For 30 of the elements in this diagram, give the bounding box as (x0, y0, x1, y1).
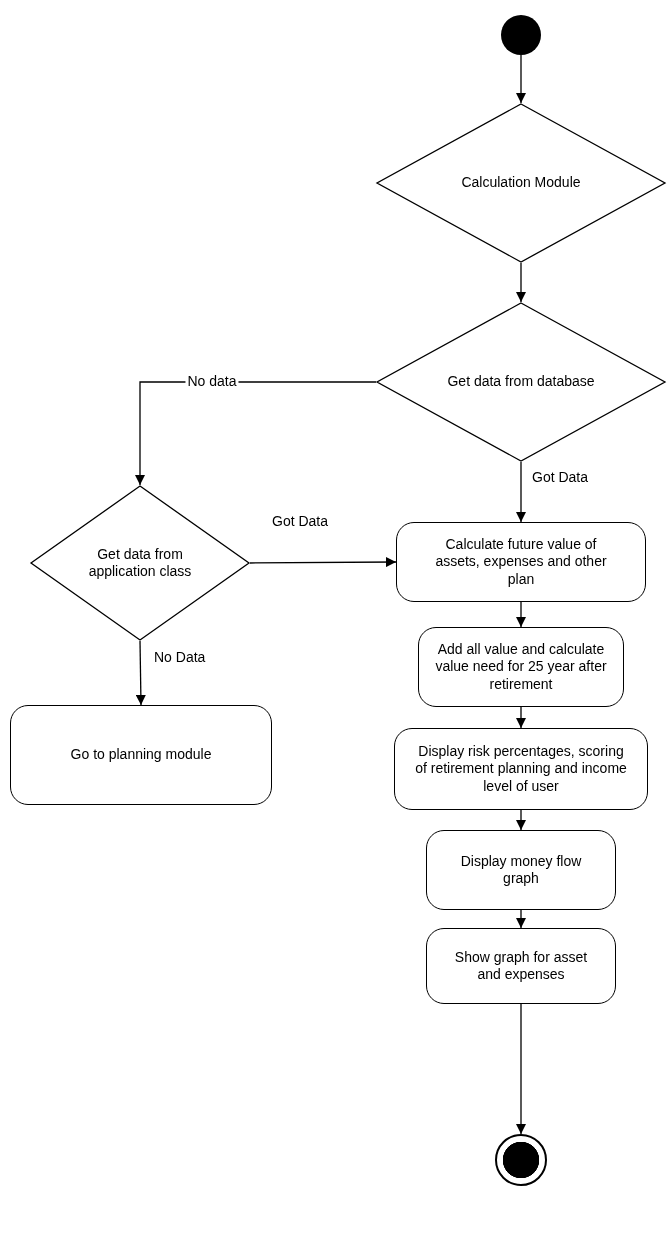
arrow (249, 557, 397, 568)
node-text: Display money flow graph (459, 852, 583, 888)
node-text: Display risk percentages, scoring of retirement planning and income level of user (414, 742, 628, 796)
end-node (495, 1134, 547, 1186)
node-text: Show graph for asset and expenses (453, 948, 589, 984)
node-text: Calculation Module (461, 174, 581, 192)
arrow (516, 54, 526, 104)
arrow (135, 640, 146, 706)
node-text: Get data from database (447, 373, 595, 391)
node-text: Get data from application class (87, 545, 193, 581)
process-box (426, 928, 616, 1004)
node-text: Go to planning module (70, 746, 212, 764)
node-text: Add all value and calculate value need for 25 year after retirement (434, 640, 608, 694)
arrow (516, 601, 526, 628)
arrow (516, 809, 526, 831)
start-node (501, 15, 541, 55)
process-box (426, 830, 616, 910)
decision-diamond (376, 103, 666, 263)
arrow (516, 461, 526, 523)
decision-diamond (30, 485, 250, 641)
arrow (516, 706, 526, 729)
process-box (10, 705, 272, 805)
process-box (418, 627, 624, 707)
arrow (516, 262, 526, 303)
arrow (516, 909, 526, 929)
process-box (396, 522, 646, 602)
decision-diamond (376, 302, 666, 462)
arrow (516, 1003, 526, 1135)
node-text: Calculate future value of assets, expenses and other plan (434, 535, 608, 589)
process-box (394, 728, 648, 810)
